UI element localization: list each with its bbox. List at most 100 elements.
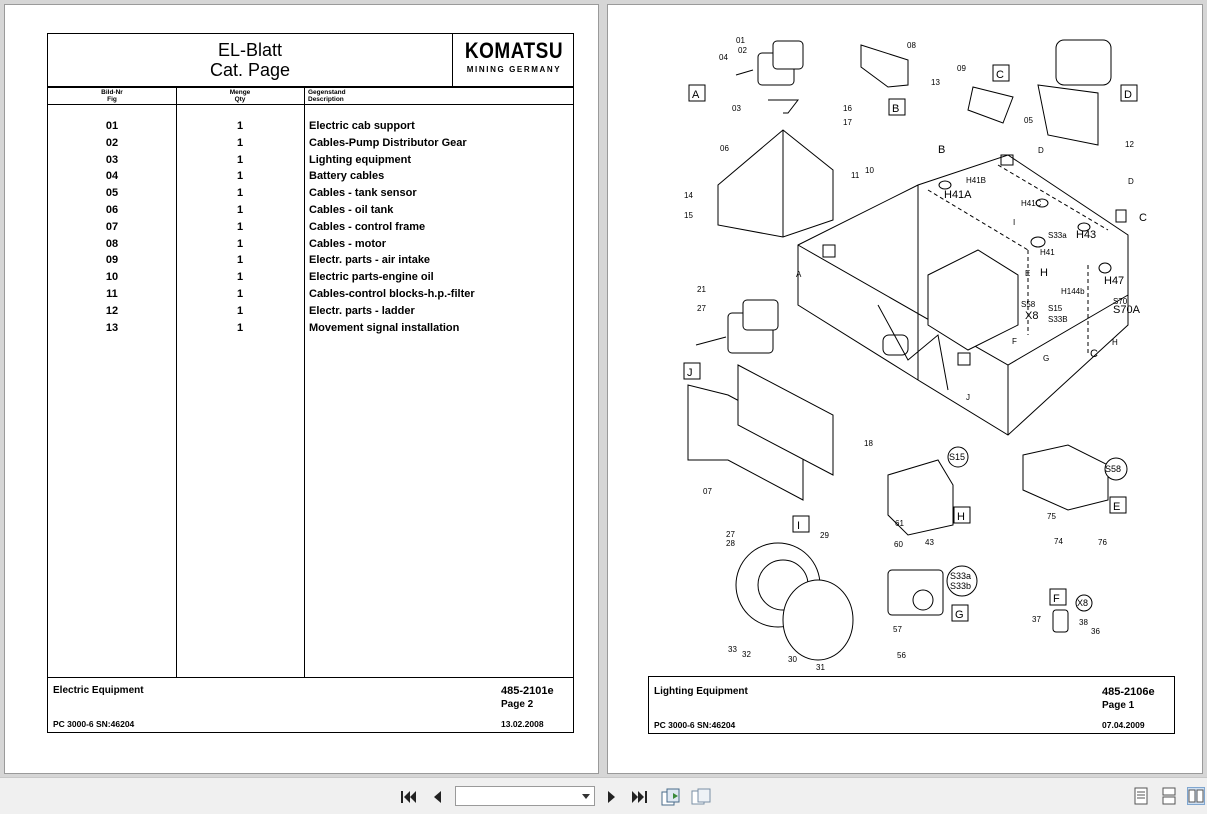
- copy-page-button[interactable]: [690, 787, 712, 807]
- machine-label: I: [1013, 218, 1015, 227]
- title-line-2: Cat. Page: [209, 60, 291, 80]
- part-number: 17: [843, 118, 852, 127]
- machine-label: H41C: [1021, 199, 1042, 208]
- cell-qty: 1: [236, 187, 244, 200]
- part-number: 32: [742, 650, 751, 659]
- part-number: 61: [895, 519, 904, 528]
- next-page-button[interactable]: [603, 787, 621, 807]
- part-number: 31: [816, 663, 825, 672]
- machine-label: J: [966, 393, 970, 402]
- part-number: 74: [1054, 537, 1063, 546]
- part-number: 27: [726, 530, 735, 539]
- cell-fig: 04: [105, 170, 119, 183]
- previous-page-button[interactable]: [428, 787, 446, 807]
- switch-box-h: [887, 459, 954, 536]
- part-number: 76: [1098, 538, 1107, 547]
- last-page-button[interactable]: [630, 787, 650, 807]
- footer-date: 07.04.2009: [1102, 720, 1145, 730]
- part-number: 60: [894, 540, 903, 549]
- footer-date: 13.02.2008: [501, 719, 544, 729]
- continuous-page-icon: [1162, 787, 1176, 805]
- cell-desc: Cables-Pump Distributor Gear: [309, 136, 467, 149]
- machine-label: B: [938, 144, 945, 156]
- footer-page: Page 1: [1102, 700, 1135, 711]
- machine-label: S33a: [1048, 231, 1067, 240]
- column-divider: [304, 88, 305, 677]
- part-number: 11: [851, 171, 860, 180]
- chevron-down-icon: [582, 794, 590, 799]
- cell-fig: 07: [105, 220, 119, 233]
- cell-desc: Movement signal installation: [309, 321, 460, 334]
- cell-fig: 06: [105, 204, 119, 216]
- header-rule: [48, 104, 573, 105]
- detail-letter-boxes: [683, 64, 1138, 622]
- machine-label: C: [1139, 212, 1147, 224]
- cell-desc: Cables-control blocks-h.p.-filter: [309, 288, 475, 300]
- cell-fig: 10: [105, 271, 119, 284]
- logo-wordmark: KOMATSU: [464, 39, 564, 64]
- part-number: 03: [732, 104, 741, 113]
- callout-label: S33a: [950, 571, 971, 581]
- bracket-07: [687, 364, 834, 501]
- machine-label: S58: [1021, 300, 1036, 309]
- footer-section: Electric Equipment: [53, 685, 144, 696]
- cell-qty: 1: [236, 237, 244, 250]
- cell-fig: 09: [105, 254, 119, 267]
- page-select[interactable]: [455, 786, 595, 806]
- part-number: 18: [864, 439, 873, 448]
- part-number: 30: [788, 655, 797, 664]
- footer-section: Lighting Equipment: [654, 686, 748, 697]
- cell-qty: 1: [236, 288, 244, 300]
- part-number: 43: [925, 538, 934, 547]
- page-header: EL-Blatt Cat. Page KOMATSU MINING GERMAN…: [47, 33, 574, 87]
- continuous-view-button[interactable]: [1161, 787, 1177, 805]
- machine-label: D: [1128, 177, 1134, 186]
- first-page-button[interactable]: [398, 787, 418, 807]
- bracket-09: [967, 86, 1014, 124]
- previous-page-icon: [434, 791, 441, 803]
- detail-letter: E: [1113, 501, 1120, 513]
- lighting-equipment-diagram: ABCDJIHGEF010204031617061415111008091305…: [683, 36, 1147, 672]
- footer-code: 485-2101e: [501, 685, 554, 697]
- part-number: 37: [1032, 615, 1041, 624]
- machine-label: S15: [1048, 304, 1063, 313]
- callout-circles: [946, 446, 1128, 612]
- cell-fig: 02: [105, 136, 119, 149]
- cell-qty: 1: [236, 136, 244, 149]
- export-page-button[interactable]: [660, 787, 682, 807]
- first-page-icon: [401, 791, 416, 803]
- machine-label: X8: [1025, 310, 1038, 322]
- bracket-06: [717, 129, 834, 238]
- footer-machine: PC 3000-6 SN:46204: [53, 719, 135, 729]
- part-number: 02: [738, 46, 747, 55]
- two-page-icon: [1188, 789, 1204, 803]
- machine-body: [797, 154, 1129, 436]
- page-footer: Electric Equipment 485-2101e Page 2 PC 3…: [47, 676, 574, 733]
- page-footer-right: Lighting Equipment 485-2106e Page 1 PC 3…: [648, 676, 1175, 734]
- next-page-icon: [608, 791, 615, 803]
- detail-letter: J: [687, 367, 693, 379]
- part-number: 13: [931, 78, 940, 87]
- two-page-view-button[interactable]: [1187, 787, 1205, 805]
- cell-desc: Electr. parts - ladder: [309, 304, 415, 317]
- cell-desc: Cables - control frame: [309, 220, 426, 233]
- cell-fig: 11: [106, 288, 118, 300]
- machine-label: F: [1012, 337, 1017, 346]
- single-page-view-button[interactable]: [1133, 787, 1149, 805]
- cell-qty: 1: [236, 271, 244, 284]
- machine-label: S70A: [1113, 304, 1141, 316]
- machine-label: S33B: [1048, 315, 1068, 324]
- machine-label: H41A: [944, 189, 972, 201]
- part-number: 29: [820, 531, 829, 540]
- cell-desc: Battery cables: [309, 170, 385, 183]
- part-number: 14: [684, 191, 693, 200]
- machine-label: H: [1040, 267, 1048, 279]
